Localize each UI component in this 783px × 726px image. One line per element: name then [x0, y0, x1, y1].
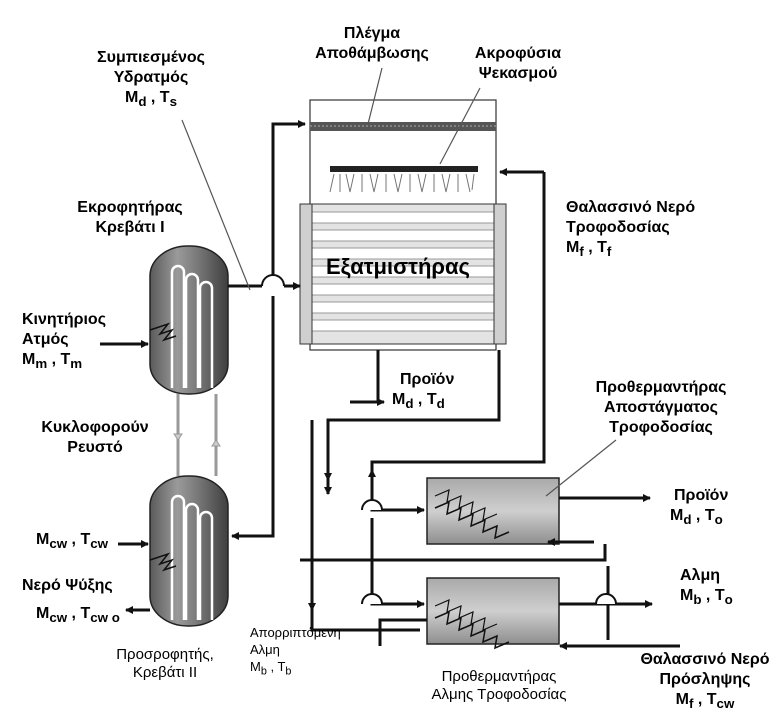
distillate-preheater [426, 477, 560, 545]
product-out-vars: Md , To [670, 507, 723, 528]
label-cooling-water-in: Mcw , Tcw [36, 531, 108, 552]
label-intake-seawater: Θαλασσινό Νερό Πρόσληψης Mf , Tcw [630, 650, 780, 714]
label-desorber: Εκροφητήρας Κρεβάτι Ι [60, 198, 200, 238]
dist-preheater-line1: Προθερμαντήρας [595, 379, 727, 396]
nozzles-line2: Ψεκασμού [478, 65, 558, 82]
product-top-line1: Προϊόν [400, 371, 455, 388]
feed-sea-line2: Τροφοδοσίας [566, 219, 670, 236]
desorber-line1: Εκροφητήρας [77, 199, 183, 216]
product-out-line1: Προϊόν [674, 487, 729, 504]
adsorber-line1: Προσροφητής, [116, 646, 214, 663]
rejected-line2: Αλμη [250, 642, 280, 657]
label-distillate-preheater: Προθερμαντήρας Αποστάγματος Τροφοδοσίας [586, 378, 736, 438]
compressed-vapor-line1: Συμπιεσμένος [97, 49, 205, 66]
motive-vars: Mm , Tm [22, 351, 83, 372]
feed-sea-line1: Θαλασσινό Νερό [566, 199, 696, 216]
circ-line1: Κυκλοφορούν [41, 419, 149, 436]
label-adsorber: Προσροφητής, Κρεβάτι ΙΙ [100, 646, 230, 682]
demister-line2: Αποθάμβωσης [315, 45, 429, 62]
demister-line1: Πλέγμα [343, 25, 401, 42]
label-spray-nozzles: Ακροφύσια Ψεκασμού [458, 44, 578, 84]
nozzles-line1: Ακροφύσια [474, 45, 562, 62]
rejected-vars: Mb , Tb [250, 659, 292, 678]
compressed-vapor-line2: Υδρατμός [113, 69, 189, 86]
motive-line1: Κινητήριος [22, 311, 107, 328]
brine-preheater [426, 577, 560, 650]
adsorber-line2: Κρεβάτι ΙΙ [132, 664, 198, 681]
intake-vars: Mf , Tcw [675, 691, 735, 712]
label-motive-steam: Κινητήριος Ατμός Mm , Tm [22, 310, 132, 374]
adsorber-bed-2 [149, 475, 229, 627]
desorber-line2: Κρεβάτι Ι [95, 219, 165, 236]
product-top-vars: Md , Td [392, 391, 445, 412]
evaporator-vessel [299, 99, 507, 351]
brine-preheater-line2: Αλμης Τροφοδοσίας [431, 686, 567, 703]
label-product-out: Προϊόν Md , To [670, 486, 770, 530]
label-brine-out: Αλμη Mb , To [680, 566, 770, 610]
desorber-bed-1 [149, 245, 229, 395]
label-product-top: Προϊόν Md , Td [392, 370, 492, 414]
process-piping [100, 120, 680, 650]
dist-preheater-line3: Τροφοδοσίας [609, 419, 713, 436]
circulating-fluid-lines [173, 394, 221, 476]
feed-sea-vars: Mf , Tf [566, 239, 612, 260]
compressed-vapor-vars: Md , Ts [124, 89, 177, 110]
motive-line2: Ατμός [22, 331, 69, 348]
label-circulating-fluid: Κυκλοφορούν Ρευστό [30, 418, 160, 458]
intake-line2: Πρόσληψης [659, 671, 751, 688]
label-compressed-vapor: Συμπιεσμένος Υδρατμός Md , Ts [86, 48, 216, 112]
brine-preheater-line1: Προθερμαντήρας [441, 668, 557, 685]
spray-nozzles [329, 173, 475, 193]
label-feed-seawater: Θαλασσινό Νερό Τροφοδοσίας Mf , Tf [566, 198, 726, 262]
intake-line1: Θαλασσινό Νερό [640, 651, 770, 668]
brine-out-vars: Mb , To [680, 587, 733, 608]
spray-header [330, 166, 478, 172]
label-rejected-brine: Απορριπτόμενη Αλμη Mb , Tb [250, 624, 341, 681]
label-cooling-water: Νερό Ψύξης [22, 577, 113, 594]
label-cooling-water-out: Mcw , Tcw o [36, 605, 120, 626]
brine-out-line1: Αλμη [680, 567, 721, 584]
rejected-line1: Απορριπτόμενη [250, 625, 341, 640]
label-demister: Πλέγμα Αποθάμβωσης [302, 24, 442, 64]
label-brine-preheater: Προθερμαντήρας Αλμης Τροφοδοσίας [424, 668, 574, 704]
circ-line2: Ρευστό [67, 439, 123, 456]
label-evaporator: Εξατμιστήρας [326, 254, 470, 279]
dist-preheater-line2: Αποστάγματος [604, 399, 718, 416]
